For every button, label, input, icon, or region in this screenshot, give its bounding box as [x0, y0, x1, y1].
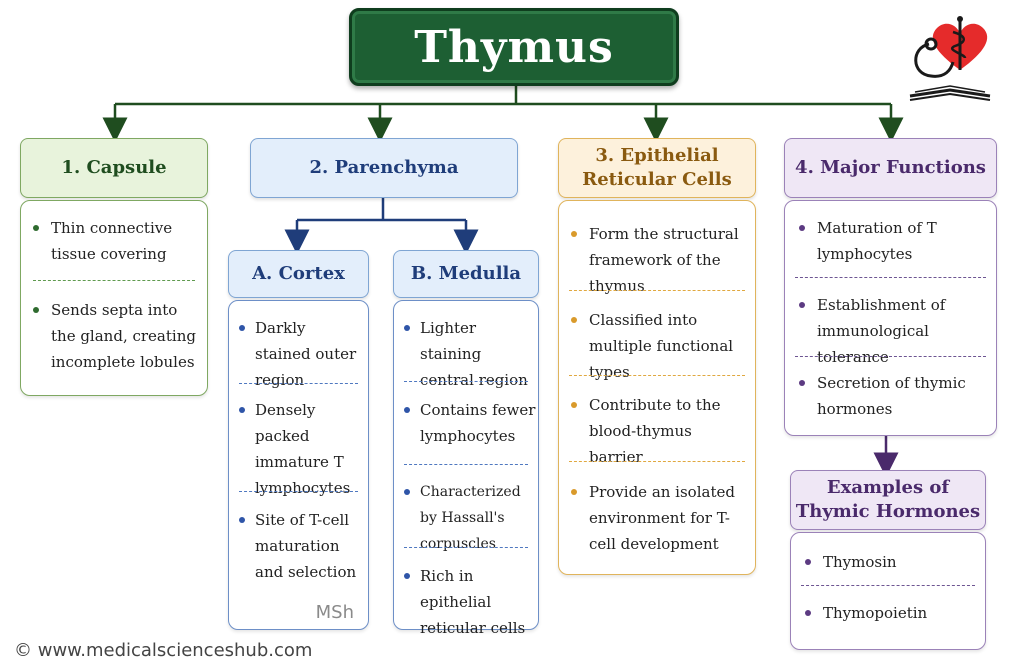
bullet-icon: [239, 517, 245, 523]
medulla-header-label: B. Medulla: [410, 263, 522, 284]
bullet-icon: [404, 407, 410, 413]
hormones-header-line1: Examples of: [826, 477, 950, 498]
divider: [569, 375, 745, 376]
list-item-text: Form the structural framework of the thy…: [589, 225, 739, 295]
bullet-icon: [404, 325, 410, 331]
list-item-text: Darkly stained outer region: [255, 319, 357, 389]
list-item: Characterized by Hassall's corpuscles: [394, 479, 538, 557]
bullet-icon: [239, 407, 245, 413]
list-item-text: Site of T-cell maturation and selection: [255, 511, 357, 581]
list-item-text: Provide an isolated environment for T-ce…: [589, 483, 735, 553]
bullet-icon: [33, 307, 39, 313]
epithelial-header-line2: Reticular Cells: [582, 169, 732, 190]
epithelial-header: 3. Epithelial Reticular Cells: [558, 138, 756, 198]
functions-header: 4. Major Functions: [784, 138, 997, 198]
bullet-icon: [571, 489, 577, 495]
divider: [795, 356, 986, 357]
list-item: Sends septa into the gland, creating inc…: [21, 297, 207, 375]
bullet-icon: [571, 231, 577, 237]
bullet-icon: [805, 610, 811, 616]
cortex-header: A. Cortex: [228, 250, 369, 298]
divider: [404, 464, 528, 465]
bullet-icon: [239, 325, 245, 331]
list-item: Thymosin: [791, 549, 985, 575]
capsule-header-label: 1. Capsule: [61, 157, 167, 178]
list-item: Thymopoietin: [791, 600, 985, 626]
epithelial-header-line1: 3. Epithelial: [595, 145, 719, 166]
list-item: Maturation of T lymphocytes: [785, 215, 996, 267]
heart-stethoscope-book-icon: [905, 10, 995, 102]
capsule-header: 1. Capsule: [20, 138, 208, 198]
parenchyma-header-label: 2. Parenchyma: [309, 157, 459, 178]
divider: [404, 381, 528, 382]
hormones-box: Thymosin Thymopoietin: [790, 532, 986, 650]
bullet-icon: [571, 317, 577, 323]
list-item-text: Contribute to the blood-thymus barrier: [589, 396, 721, 466]
list-item: Rich in epithelial reticular cells: [394, 563, 538, 641]
list-item: Establishment of immunological tolerance: [785, 292, 996, 370]
bullet-icon: [33, 225, 39, 231]
divider: [239, 491, 358, 492]
cortex-header-label: A. Cortex: [252, 263, 345, 284]
list-item: Densely packed immature T lymphocytes: [229, 397, 368, 501]
list-item-text: Thin connective tissue covering: [51, 219, 173, 263]
list-item: Darkly stained outer region: [229, 315, 368, 393]
divider: [33, 280, 195, 281]
capsule-box: Thin connective tissue covering Sends se…: [20, 200, 208, 396]
list-item-text: Sends septa into the gland, creating inc…: [51, 301, 196, 371]
copyright-text: © www.medicalscienceshub.com: [14, 640, 313, 661]
list-item-text: Lighter staining central region: [420, 319, 528, 389]
list-item-text: Establishment of immunological tolerance: [817, 296, 946, 366]
bullet-icon: [799, 380, 805, 386]
functions-box: Maturation of T lymphocytes Establishmen…: [784, 200, 997, 436]
divider: [569, 461, 745, 462]
bullet-icon: [404, 573, 410, 579]
list-item: Secretion of thymic hormones: [785, 370, 996, 422]
list-item-text: Maturation of T lymphocytes: [817, 219, 937, 263]
list-item: Contains fewer lymphocytes: [394, 397, 538, 449]
cortex-box: Darkly stained outer region Densely pack…: [228, 300, 369, 630]
medulla-box: Lighter staining central region Contains…: [393, 300, 539, 637]
bullet-icon: [799, 225, 805, 231]
list-item-text: Contains fewer lymphocytes: [420, 401, 536, 445]
list-item-text: Thymosin: [823, 553, 897, 571]
bullet-icon: [799, 302, 805, 308]
divider: [569, 290, 745, 291]
parenchyma-header: 2. Parenchyma: [250, 138, 518, 198]
bullet-icon: [404, 489, 410, 495]
list-item: Site of T-cell maturation and selection: [229, 507, 368, 585]
list-item-text: Classified into multiple functional type…: [589, 311, 734, 381]
watermark: MSh: [315, 602, 354, 623]
list-item-text: Secretion of thymic hormones: [817, 374, 966, 418]
list-item: Provide an isolated environment for T-ce…: [559, 479, 755, 557]
divider: [239, 383, 358, 384]
epithelial-box: Form the structural framework of the thy…: [558, 200, 756, 575]
list-item: Contribute to the blood-thymus barrier: [559, 392, 755, 470]
list-item: Form the structural framework of the thy…: [559, 221, 755, 299]
list-item: Lighter staining central region: [394, 315, 538, 393]
medulla-header: B. Medulla: [393, 250, 539, 298]
bullet-icon: [571, 402, 577, 408]
divider: [801, 585, 975, 586]
divider: [795, 277, 986, 278]
hormones-header: Examples of Thymic Hormones: [790, 470, 986, 530]
list-item-text: Characterized by Hassall's corpuscles: [420, 484, 521, 552]
list-item-text: Densely packed immature T lymphocytes: [255, 401, 351, 497]
functions-header-label: 4. Major Functions: [795, 157, 986, 178]
list-item: Classified into multiple functional type…: [559, 307, 755, 385]
title-banner: Thymus: [349, 8, 679, 86]
hormones-header-line2: Thymic Hormones: [795, 501, 981, 522]
list-item: Thin connective tissue covering: [21, 215, 207, 267]
bullet-icon: [805, 559, 811, 565]
list-item-text: Thymopoietin: [823, 604, 928, 622]
page-title: Thymus: [414, 21, 614, 73]
list-item-text: Rich in epithelial reticular cells: [420, 567, 526, 637]
divider: [404, 547, 528, 548]
